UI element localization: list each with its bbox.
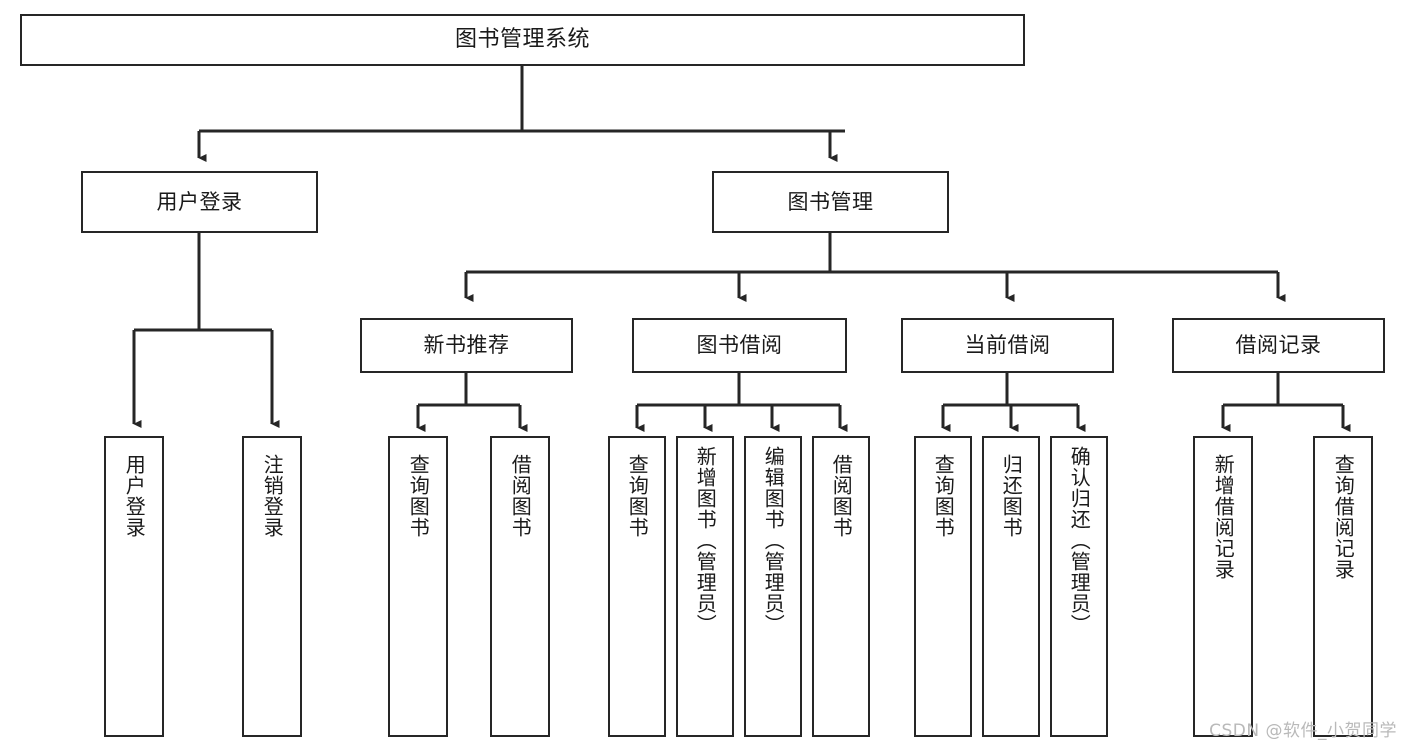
node-user-login-label: 用户登录: [156, 189, 243, 214]
node-leaf-confirm-return[interactable]: 确认归还（管理员）: [1050, 436, 1108, 737]
node-leaf-edit-book[interactable]: 编辑图书（管理员）: [744, 436, 802, 737]
node-leaf-add-book[interactable]: 新增图书（管理员）: [676, 436, 734, 737]
node-leaf-confirm-return-label: 确认归还（管理员）: [1067, 446, 1092, 635]
node-leaf-query-borrow-record-label: 查询借阅记录: [1331, 454, 1356, 580]
node-borrow-record[interactable]: 借阅记录: [1172, 318, 1385, 373]
node-leaf-logout-login-label: 注销登录: [260, 454, 285, 538]
node-book-management-label: 图书管理: [787, 189, 874, 214]
node-leaf-user-login[interactable]: 用户登录: [104, 436, 164, 737]
node-leaf-add-borrow-record[interactable]: 新增借阅记录: [1193, 436, 1253, 737]
node-leaf-query-book-3-label: 查询图书: [931, 454, 956, 538]
node-leaf-return-book[interactable]: 归还图书: [982, 436, 1040, 737]
node-root[interactable]: 图书管理系统: [20, 14, 1025, 66]
node-leaf-borrow-book-2-label: 借阅图书: [829, 454, 854, 538]
node-leaf-query-book-2-label: 查询图书: [625, 454, 650, 538]
node-leaf-query-borrow-record[interactable]: 查询借阅记录: [1313, 436, 1373, 737]
node-borrow-record-label: 借阅记录: [1235, 333, 1322, 358]
node-book-borrow[interactable]: 图书借阅: [632, 318, 847, 373]
node-leaf-query-book-2[interactable]: 查询图书: [608, 436, 666, 737]
node-current-borrow-label: 当前借阅: [964, 333, 1051, 358]
node-book-management[interactable]: 图书管理: [712, 171, 949, 233]
node-new-book-recommend-label: 新书推荐: [423, 333, 510, 358]
node-user-login[interactable]: 用户登录: [81, 171, 318, 233]
node-leaf-query-book-1[interactable]: 查询图书: [388, 436, 448, 737]
node-leaf-user-login-label: 用户登录: [122, 454, 147, 538]
node-leaf-borrow-book-1[interactable]: 借阅图书: [490, 436, 550, 737]
watermark-text: CSDN @软件_小贺同学: [1209, 721, 1397, 741]
node-leaf-query-book-3[interactable]: 查询图书: [914, 436, 972, 737]
node-leaf-add-book-label: 新增图书（管理员）: [693, 446, 718, 635]
node-leaf-borrow-book-2[interactable]: 借阅图书: [812, 436, 870, 737]
node-leaf-edit-book-label: 编辑图书（管理员）: [761, 446, 786, 635]
node-new-book-recommend[interactable]: 新书推荐: [360, 318, 573, 373]
node-leaf-borrow-book-1-label: 借阅图书: [508, 454, 533, 538]
node-leaf-query-book-1-label: 查询图书: [406, 454, 431, 538]
node-leaf-logout-login[interactable]: 注销登录: [242, 436, 302, 737]
node-book-borrow-label: 图书借阅: [696, 333, 783, 358]
node-leaf-return-book-label: 归还图书: [999, 454, 1024, 538]
node-root-label: 图书管理系统: [454, 27, 590, 53]
node-current-borrow[interactable]: 当前借阅: [901, 318, 1114, 373]
node-leaf-add-borrow-record-label: 新增借阅记录: [1211, 454, 1236, 580]
